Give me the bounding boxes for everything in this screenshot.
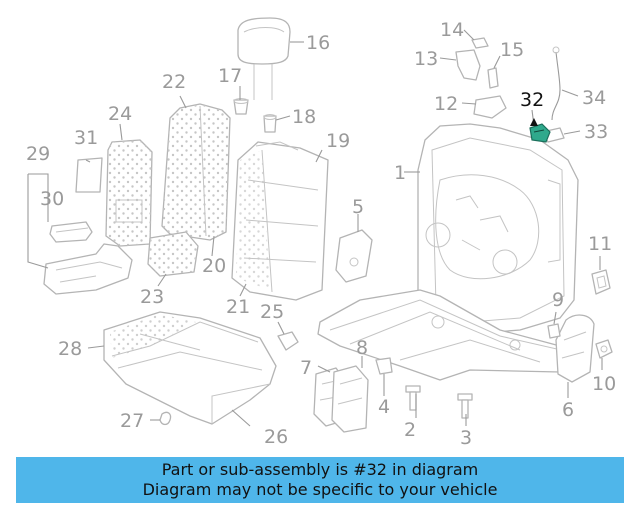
callout-16: 16 <box>306 32 330 54</box>
callout-2: 2 <box>404 419 416 441</box>
bracket-13-part <box>455 49 481 81</box>
headrest-part <box>237 17 291 100</box>
clip-9-part <box>547 323 561 339</box>
bracket-30-part <box>49 221 93 243</box>
callout-6: 6 <box>562 399 574 421</box>
callout-10: 10 <box>592 373 616 395</box>
clip-27-part <box>159 411 172 426</box>
callout-22: 22 <box>162 71 186 93</box>
clip-4-part <box>375 357 393 375</box>
callout-33: 33 <box>584 121 608 143</box>
seat-back-pad-22-part <box>161 103 231 241</box>
callout-28: 28 <box>58 338 82 360</box>
callout-23: 23 <box>140 286 164 308</box>
headrest-guide-17-part <box>233 98 249 115</box>
side-cover-6-part <box>555 314 595 383</box>
callout-27: 27 <box>120 410 144 432</box>
callout-18: 18 <box>292 106 316 128</box>
callout-9: 9 <box>552 289 564 311</box>
seat-back-frame-part <box>417 123 579 335</box>
leader-lines <box>27 29 603 427</box>
callout-30: 30 <box>40 188 64 210</box>
bolt-3-part <box>457 393 473 419</box>
headrest-guide-18-part <box>263 114 277 133</box>
callout-24: 24 <box>108 103 132 125</box>
bolt-2-part <box>405 385 421 411</box>
banner-line-1: Part or sub-assembly is #32 in diagram <box>161 460 479 479</box>
callout-15: 15 <box>500 39 524 61</box>
callout-1: 1 <box>394 162 406 184</box>
info-banner: Part or sub-assembly is #32 in diagram D… <box>16 457 624 503</box>
callout-26: 26 <box>264 426 288 448</box>
callout-34: 34 <box>582 87 606 109</box>
clip-25-part <box>277 331 299 351</box>
callout-8: 8 <box>356 337 368 359</box>
callout-12: 12 <box>434 93 458 115</box>
seat-back-board-24-part <box>105 139 153 247</box>
cable-34-part <box>551 46 561 121</box>
callout-17: 17 <box>218 65 242 87</box>
seat-back-cover-part <box>231 141 329 301</box>
callout-7: 7 <box>300 357 312 379</box>
callout-3: 3 <box>460 427 472 449</box>
callout-14: 14 <box>440 19 464 41</box>
cap-11-part <box>591 269 611 295</box>
callout-25: 25 <box>260 301 284 323</box>
callout-5: 5 <box>352 196 364 218</box>
callout-13: 13 <box>414 48 438 70</box>
callout-21: 21 <box>226 296 250 318</box>
hinge-cover-5-part <box>335 229 373 283</box>
callout-19: 19 <box>326 130 350 152</box>
cap-14-part <box>471 37 489 49</box>
cap-10-part <box>595 339 613 359</box>
armrest-29-part <box>43 243 133 295</box>
callout-11: 11 <box>588 233 612 255</box>
callout-31: 31 <box>74 127 98 149</box>
latch-cover-12-part <box>473 95 507 119</box>
highlighted-part-32 <box>529 123 551 143</box>
banner-line-2: Diagram may not be specific to your vehi… <box>142 480 498 499</box>
callout-20: 20 <box>202 255 226 277</box>
cover-8-part <box>331 365 369 433</box>
pad-31-part <box>75 157 103 193</box>
parts-diagram: 1 2 3 4 5 6 7 8 9 10 11 12 13 14 15 16 1… <box>26 17 616 449</box>
callout-32: 32 <box>520 89 544 111</box>
callout-29: 29 <box>26 143 50 165</box>
cushion-23-part <box>147 231 199 277</box>
seat-cushion-part <box>103 311 277 425</box>
callout-4: 4 <box>378 396 390 418</box>
clip-15-part <box>487 67 499 89</box>
